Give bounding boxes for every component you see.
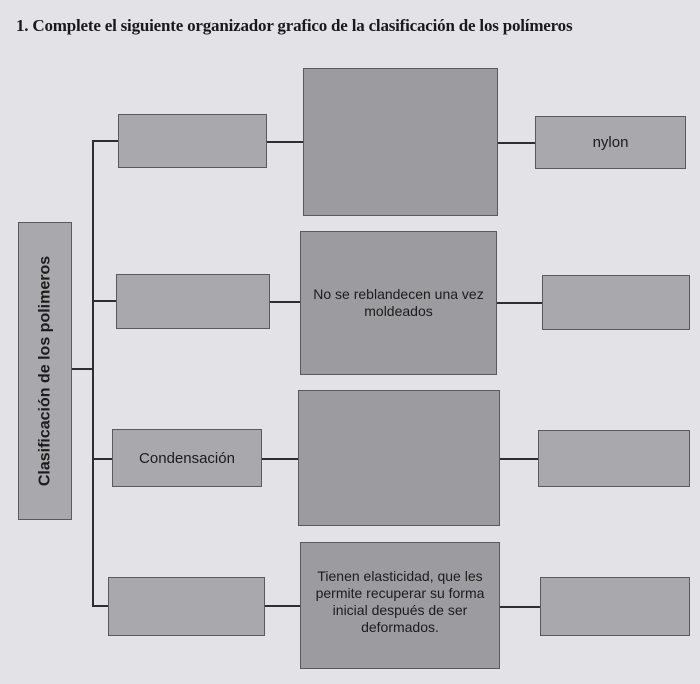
example-box-4[interactable] [540, 577, 690, 636]
description-box-2[interactable]: No se reblandecen una vez moldeados [300, 231, 497, 375]
description-box-4[interactable]: Tienen elasticidad, que les permite recu… [300, 542, 500, 669]
connector [92, 300, 116, 302]
question-title: 1. Complete el siguiente organizador gra… [16, 16, 573, 35]
connector [500, 606, 540, 608]
root-box: Clasificación de los polimeros [18, 222, 72, 520]
connector [262, 458, 298, 460]
connector [92, 458, 112, 460]
root-label: Clasificación de los polimeros [36, 255, 54, 487]
category-box-4[interactable] [108, 577, 265, 636]
example-box-3[interactable] [538, 430, 690, 487]
connector [498, 142, 535, 144]
category-box-1[interactable] [118, 114, 267, 168]
connector [267, 141, 303, 143]
connector [72, 368, 92, 370]
description-box-3[interactable] [298, 390, 500, 526]
connector [92, 140, 118, 142]
example-box-2[interactable] [542, 275, 690, 330]
category-box-2[interactable] [116, 274, 270, 329]
description-box-1[interactable] [303, 68, 498, 216]
example-box-1[interactable]: nylon [535, 116, 686, 169]
connector [500, 458, 538, 460]
connector [270, 301, 300, 303]
connector [92, 605, 108, 607]
connector [92, 140, 94, 606]
connector [497, 302, 542, 304]
category-box-3[interactable]: Condensación [112, 429, 262, 487]
connector [265, 605, 300, 607]
